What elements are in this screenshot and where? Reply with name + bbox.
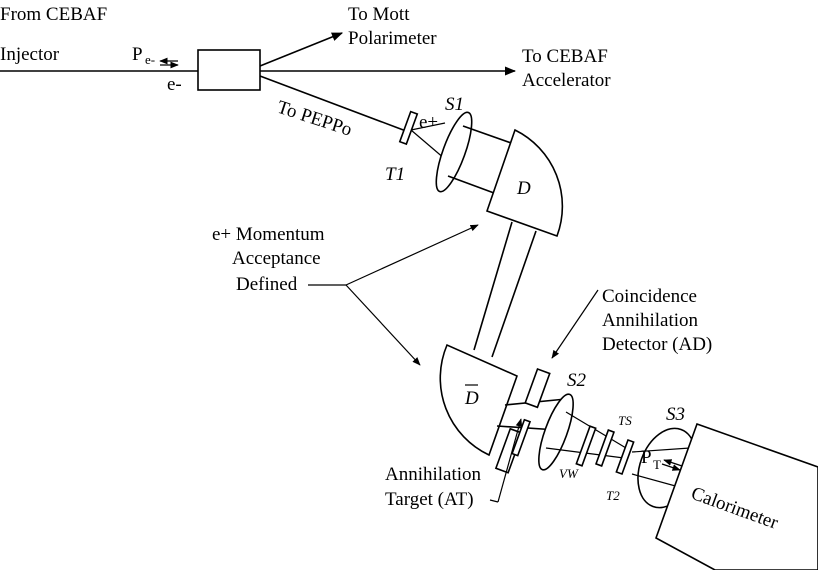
calorimeter-box bbox=[655, 422, 818, 570]
s1-label: S1 bbox=[445, 94, 464, 115]
coincidence-pointer bbox=[551, 289, 599, 359]
positron-ray-upper bbox=[410, 122, 446, 131]
solenoid-s1 bbox=[435, 111, 473, 193]
to-peppo-label: To PEPPo bbox=[274, 97, 354, 141]
coincidence-label-1: Coincidence bbox=[602, 286, 697, 307]
annihilation-target-label-1: Annihilation bbox=[385, 464, 482, 485]
pol-t-arrow-right bbox=[661, 463, 681, 471]
momentum-label-2: Acceptance bbox=[232, 248, 321, 269]
beam-to-peppo bbox=[259, 75, 407, 132]
vacuum-window bbox=[575, 425, 597, 467]
vw-label: VW bbox=[559, 466, 579, 481]
pol-t-sub: T bbox=[653, 457, 661, 472]
s3-inner-upper bbox=[631, 447, 691, 453]
cross-ray-b bbox=[491, 230, 537, 358]
electron-label: e- bbox=[167, 74, 182, 95]
annihilation-target bbox=[511, 418, 532, 457]
pol-e-label: P bbox=[132, 44, 143, 65]
solenoid-s2 bbox=[538, 393, 574, 471]
t2-label: T2 bbox=[606, 488, 620, 503]
positron-label: e+ bbox=[419, 112, 438, 133]
dipole-d2-label: D bbox=[464, 388, 479, 409]
target-t2 bbox=[615, 438, 635, 476]
to-mott-label-2: Polarimeter bbox=[348, 28, 437, 49]
dipole-d1-label: D bbox=[516, 178, 531, 199]
s2-label: S2 bbox=[567, 370, 587, 391]
s3-label: S3 bbox=[666, 404, 685, 425]
momentum-label-3: Defined bbox=[236, 274, 298, 295]
pol-t-label: P bbox=[641, 447, 652, 468]
positron-ray-lower bbox=[410, 129, 446, 160]
t1-label: T1 bbox=[385, 164, 405, 185]
annihilation-detector-upper bbox=[524, 368, 551, 409]
momentum-label-1: e+ Momentum bbox=[212, 224, 325, 245]
ts-label: TS bbox=[618, 413, 632, 428]
cross-ray-a bbox=[473, 221, 513, 351]
dipole-d1 bbox=[485, 128, 564, 238]
to-cebaf-acc-label-2: Accelerator bbox=[522, 70, 611, 91]
target-pointer-arrow bbox=[497, 418, 523, 503]
coincidence-label-2: Annihilation bbox=[602, 310, 699, 331]
annihilation-target-label-2: Target (AT) bbox=[385, 489, 474, 510]
from-cebaf-label-2: Injector bbox=[0, 44, 60, 65]
dipole-d2 bbox=[439, 343, 519, 457]
from-cebaf-label-1: From CEBAF bbox=[0, 4, 107, 25]
target-pointer bbox=[489, 499, 499, 503]
beam-s1-to-d1-lower bbox=[447, 175, 495, 194]
beam-s1-to-d1-upper bbox=[462, 125, 515, 145]
coincidence-label-3: Detector (AD) bbox=[602, 334, 712, 355]
pol-e-sub: e- bbox=[145, 52, 155, 67]
beam-to-mott bbox=[259, 32, 344, 67]
beam-splitter-box bbox=[197, 49, 261, 91]
momentum-pointer-to-d2 bbox=[345, 284, 421, 366]
target-ts bbox=[594, 429, 616, 467]
beam-s2-upper bbox=[565, 411, 627, 449]
to-mott-label-1: To Mott bbox=[348, 4, 410, 25]
to-cebaf-acc-label-1: To CEBAF bbox=[522, 46, 608, 67]
target-t1 bbox=[398, 110, 419, 146]
momentum-pointer-to-d1 bbox=[345, 224, 479, 286]
